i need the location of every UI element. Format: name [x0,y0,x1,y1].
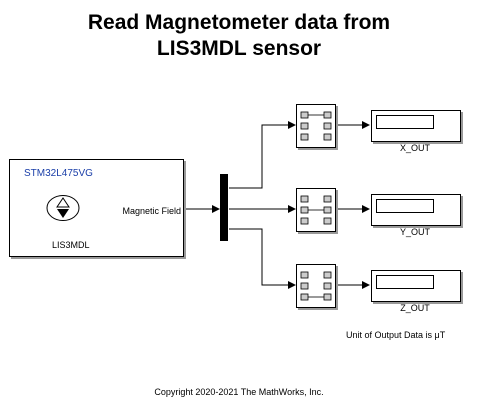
display-block-z-out[interactable] [371,270,461,302]
copyright-text: Copyright 2020-2021 The MathWorks, Inc. [154,387,324,397]
selector-icon [300,271,332,301]
sensor-board-label: STM32L475VG [24,168,93,179]
model-title: Read Magnetometer data from LIS3MDL sens… [0,10,478,62]
selector-icon [300,195,332,225]
display-screen [376,275,434,289]
display-block-y-out[interactable] [371,194,461,226]
sensor-output-port-label: Magnetic Field [122,206,181,216]
signal-line-z [229,228,296,289]
selector-block-x[interactable] [296,104,336,148]
display-screen [376,115,434,129]
display-label-x-out: X_OUT [399,143,430,153]
display-block-x-out[interactable] [371,110,461,142]
model-title-line-2: LIS3MDL sensor [156,37,322,60]
selector-block-z[interactable] [296,264,336,308]
selector-block-y[interactable] [296,188,336,232]
signal-line-x [229,121,296,189]
display-label-y-out: Y_OUT [399,227,430,237]
model-title-line-1: Read Magnetometer data from [87,11,391,34]
demux-block[interactable] [220,174,228,241]
sensor-name-label: LIS3MDL [52,240,90,250]
selector-icon [300,111,332,141]
display-label-z-out: Z_OUT [400,303,430,313]
lis3mdl-sensor-block[interactable]: STM32L475VG Magnetic Field LIS3MDL [9,159,184,257]
units-annotation: Unit of Output Data is μT [346,330,446,340]
display-screen [376,199,434,213]
sensor-icon [46,195,80,221]
